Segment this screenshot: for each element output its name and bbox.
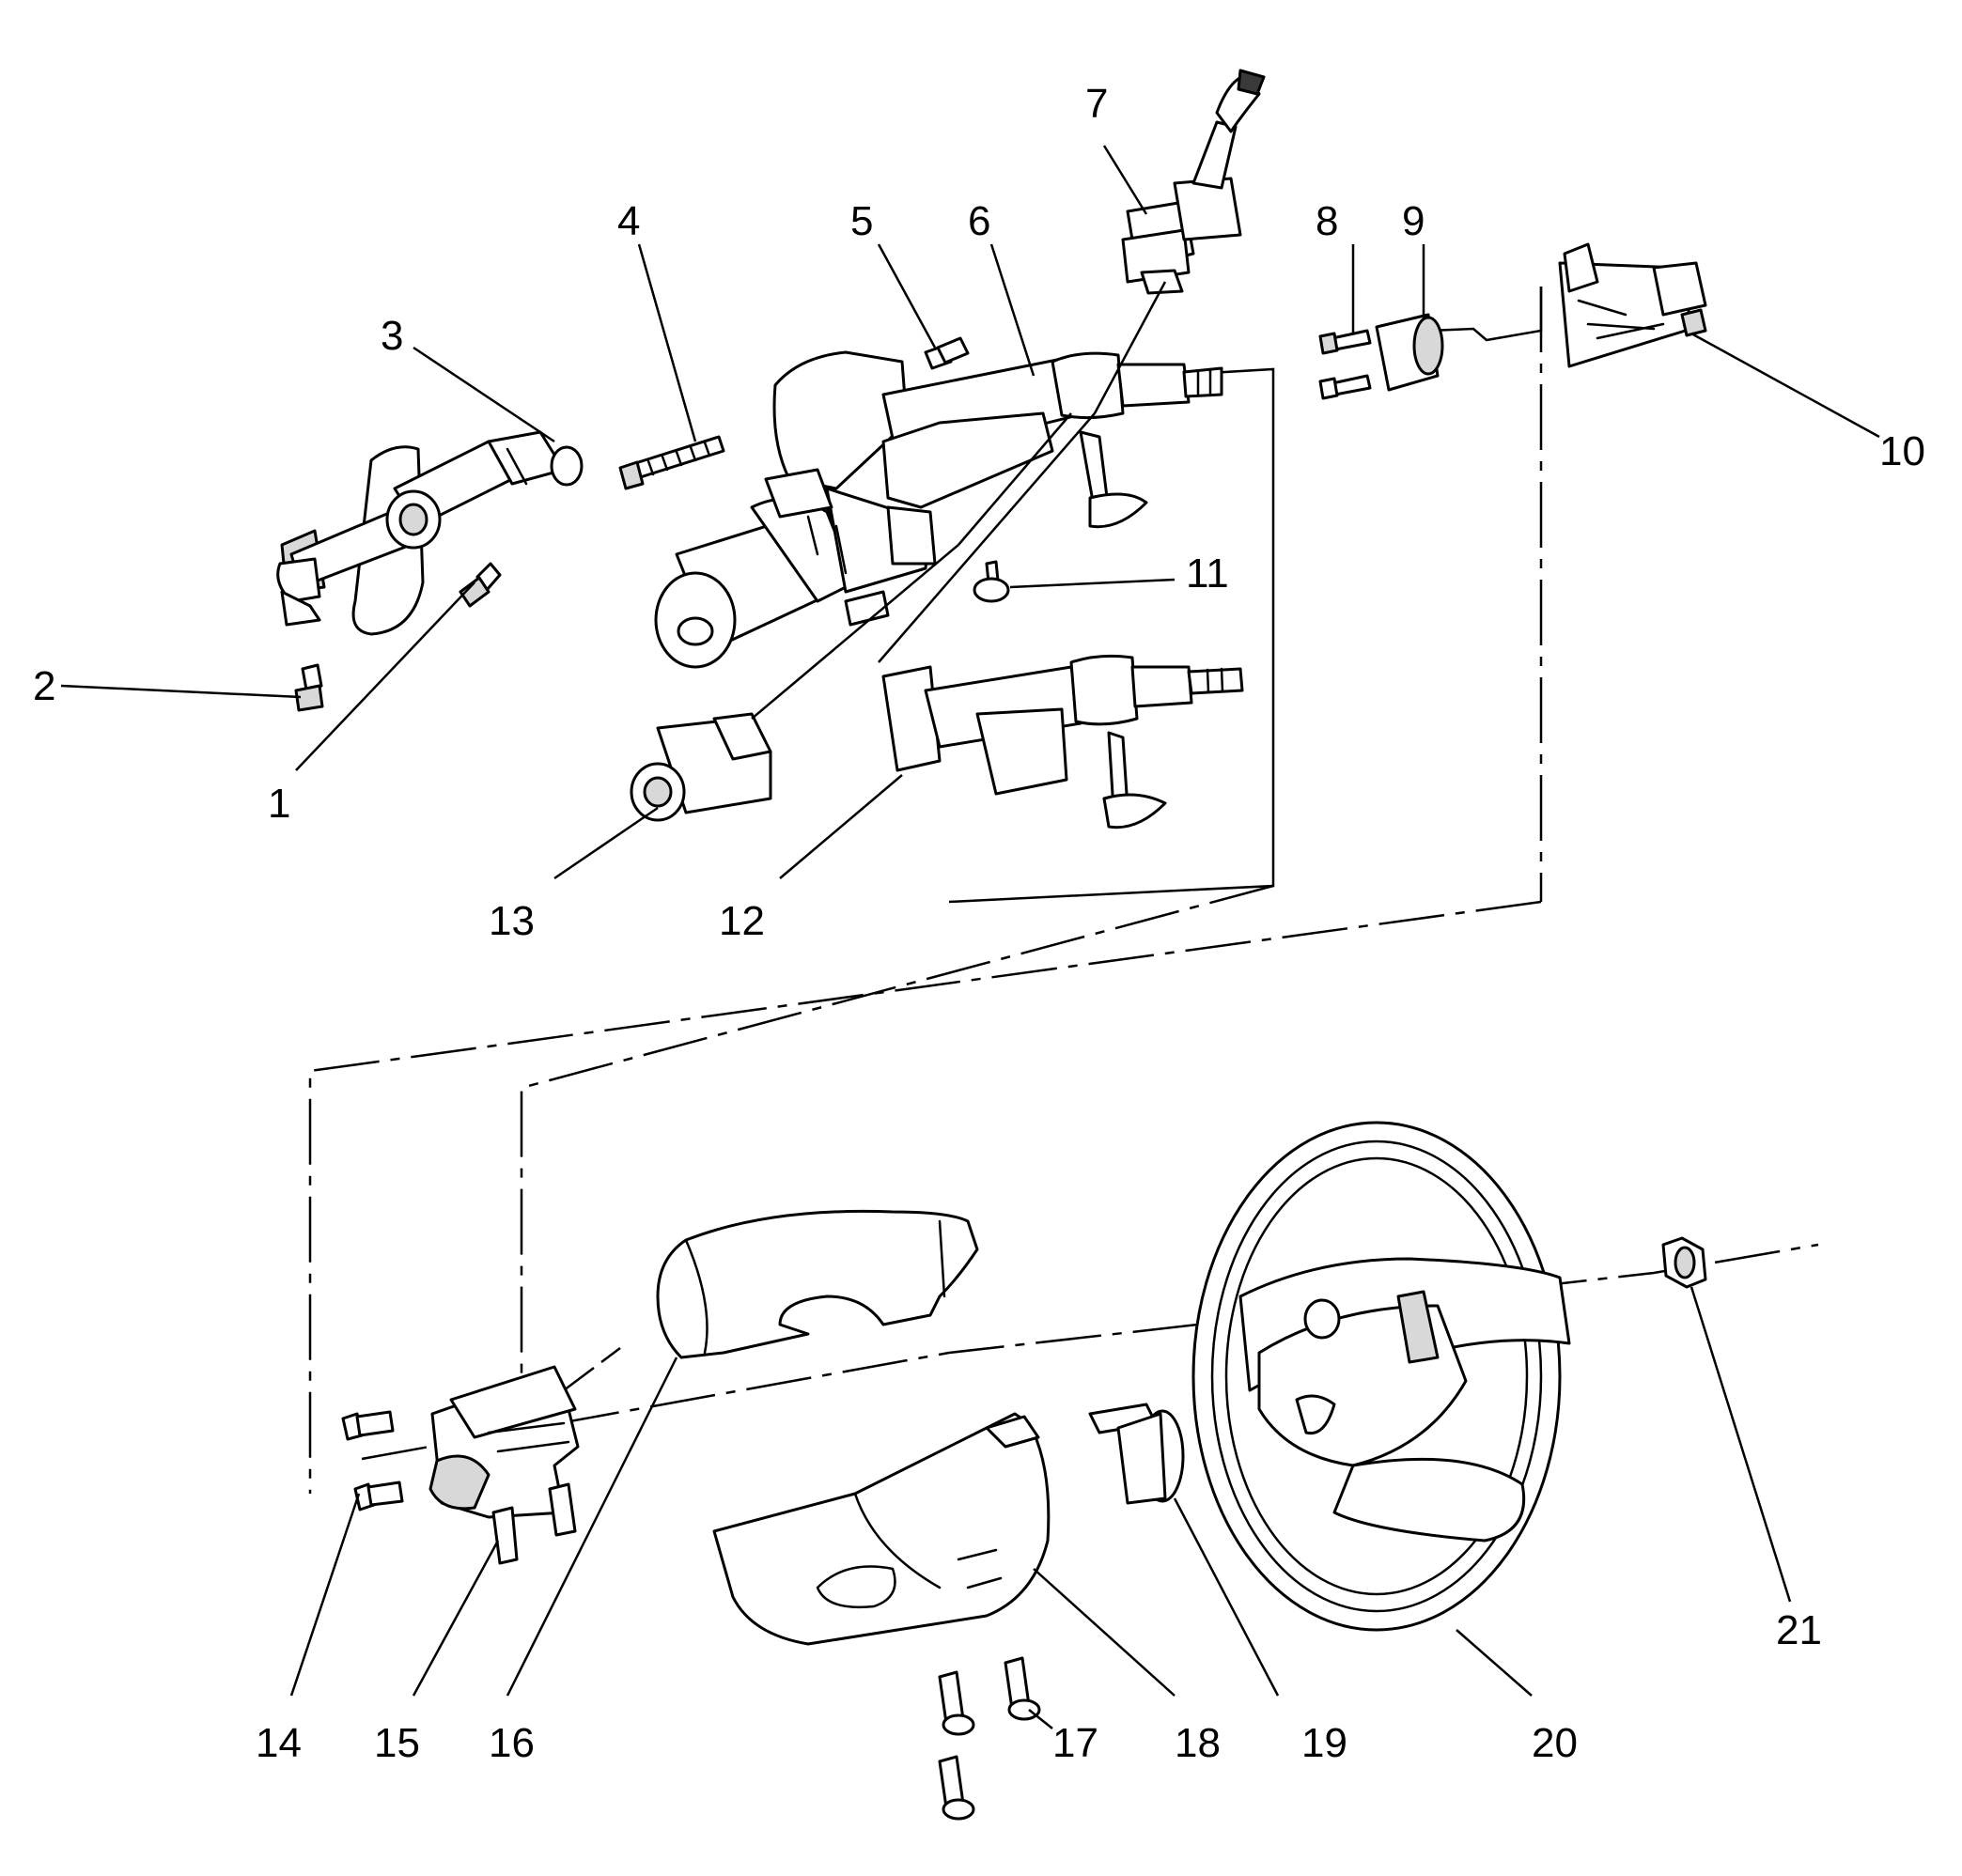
lower-column-cover (712, 1412, 1051, 1646)
callout-21: 21 (1776, 1607, 1822, 1653)
turn-signal-switch (428, 1365, 580, 1565)
intermediate-shaft (276, 430, 584, 636)
upper-column-cover (656, 1209, 979, 1359)
long-guide-outer (308, 900, 1542, 1494)
callout-9: 9 (1402, 198, 1425, 244)
switch-to-cover-line (563, 1347, 621, 1391)
callout-8: 8 (1316, 198, 1338, 244)
callout-20: 20 (1532, 1720, 1578, 1766)
clock-spring (1088, 1403, 1185, 1505)
callout-7: 7 (1085, 81, 1108, 127)
callout-16: 16 (489, 1720, 535, 1766)
bolt-part-11 (973, 560, 1010, 603)
screw-part-8 (1318, 329, 1372, 400)
callout-18: 18 (1175, 1720, 1221, 1766)
callout-15: 15 (374, 1720, 420, 1766)
upper-assembly-line (948, 367, 1275, 904)
bolt-part-14 (341, 1410, 404, 1512)
callout-1: 1 (268, 781, 290, 827)
multifunction-switch (1121, 69, 1266, 295)
bolt-part-1 (459, 562, 502, 608)
main-steering-axis (361, 1243, 1819, 1461)
callout-2: 2 (33, 663, 55, 709)
screws-part-17 (938, 1656, 1041, 1821)
long-guide-inner (520, 884, 1274, 1409)
callout-17: 17 (1052, 1720, 1098, 1766)
callout-6: 6 (968, 198, 990, 244)
callout-19: 19 (1301, 1720, 1347, 1766)
bolt-part-5 (924, 336, 970, 370)
callout-12: 12 (719, 898, 765, 944)
callout-11: 11 (1186, 550, 1229, 597)
steering-wheel (1191, 1121, 1571, 1632)
steering-column-assembly (654, 350, 1223, 669)
assembly-lines (308, 287, 1819, 1494)
bolt-part-2 (294, 663, 324, 712)
switch-part-13 (630, 712, 772, 822)
callout-4: 4 (617, 198, 640, 244)
leader-lines (60, 145, 1880, 1729)
callout-5: 5 (850, 198, 873, 244)
callout-labels: 1 2 3 4 5 6 7 8 9 10 11 12 13 14 15 16 1… (33, 81, 1925, 1766)
callout-14: 14 (256, 1720, 302, 1766)
right-guide-top (1427, 287, 1543, 342)
callout-3: 3 (381, 313, 403, 359)
ignition-lock-cylinder (1375, 313, 1444, 392)
ignition-switch (1558, 242, 1707, 368)
steering-wheel-nut (1661, 1236, 1707, 1289)
callout-10: 10 (1879, 428, 1925, 474)
long-bolt (618, 435, 725, 490)
steering-column-lower (881, 654, 1244, 829)
callout-13: 13 (489, 898, 535, 944)
